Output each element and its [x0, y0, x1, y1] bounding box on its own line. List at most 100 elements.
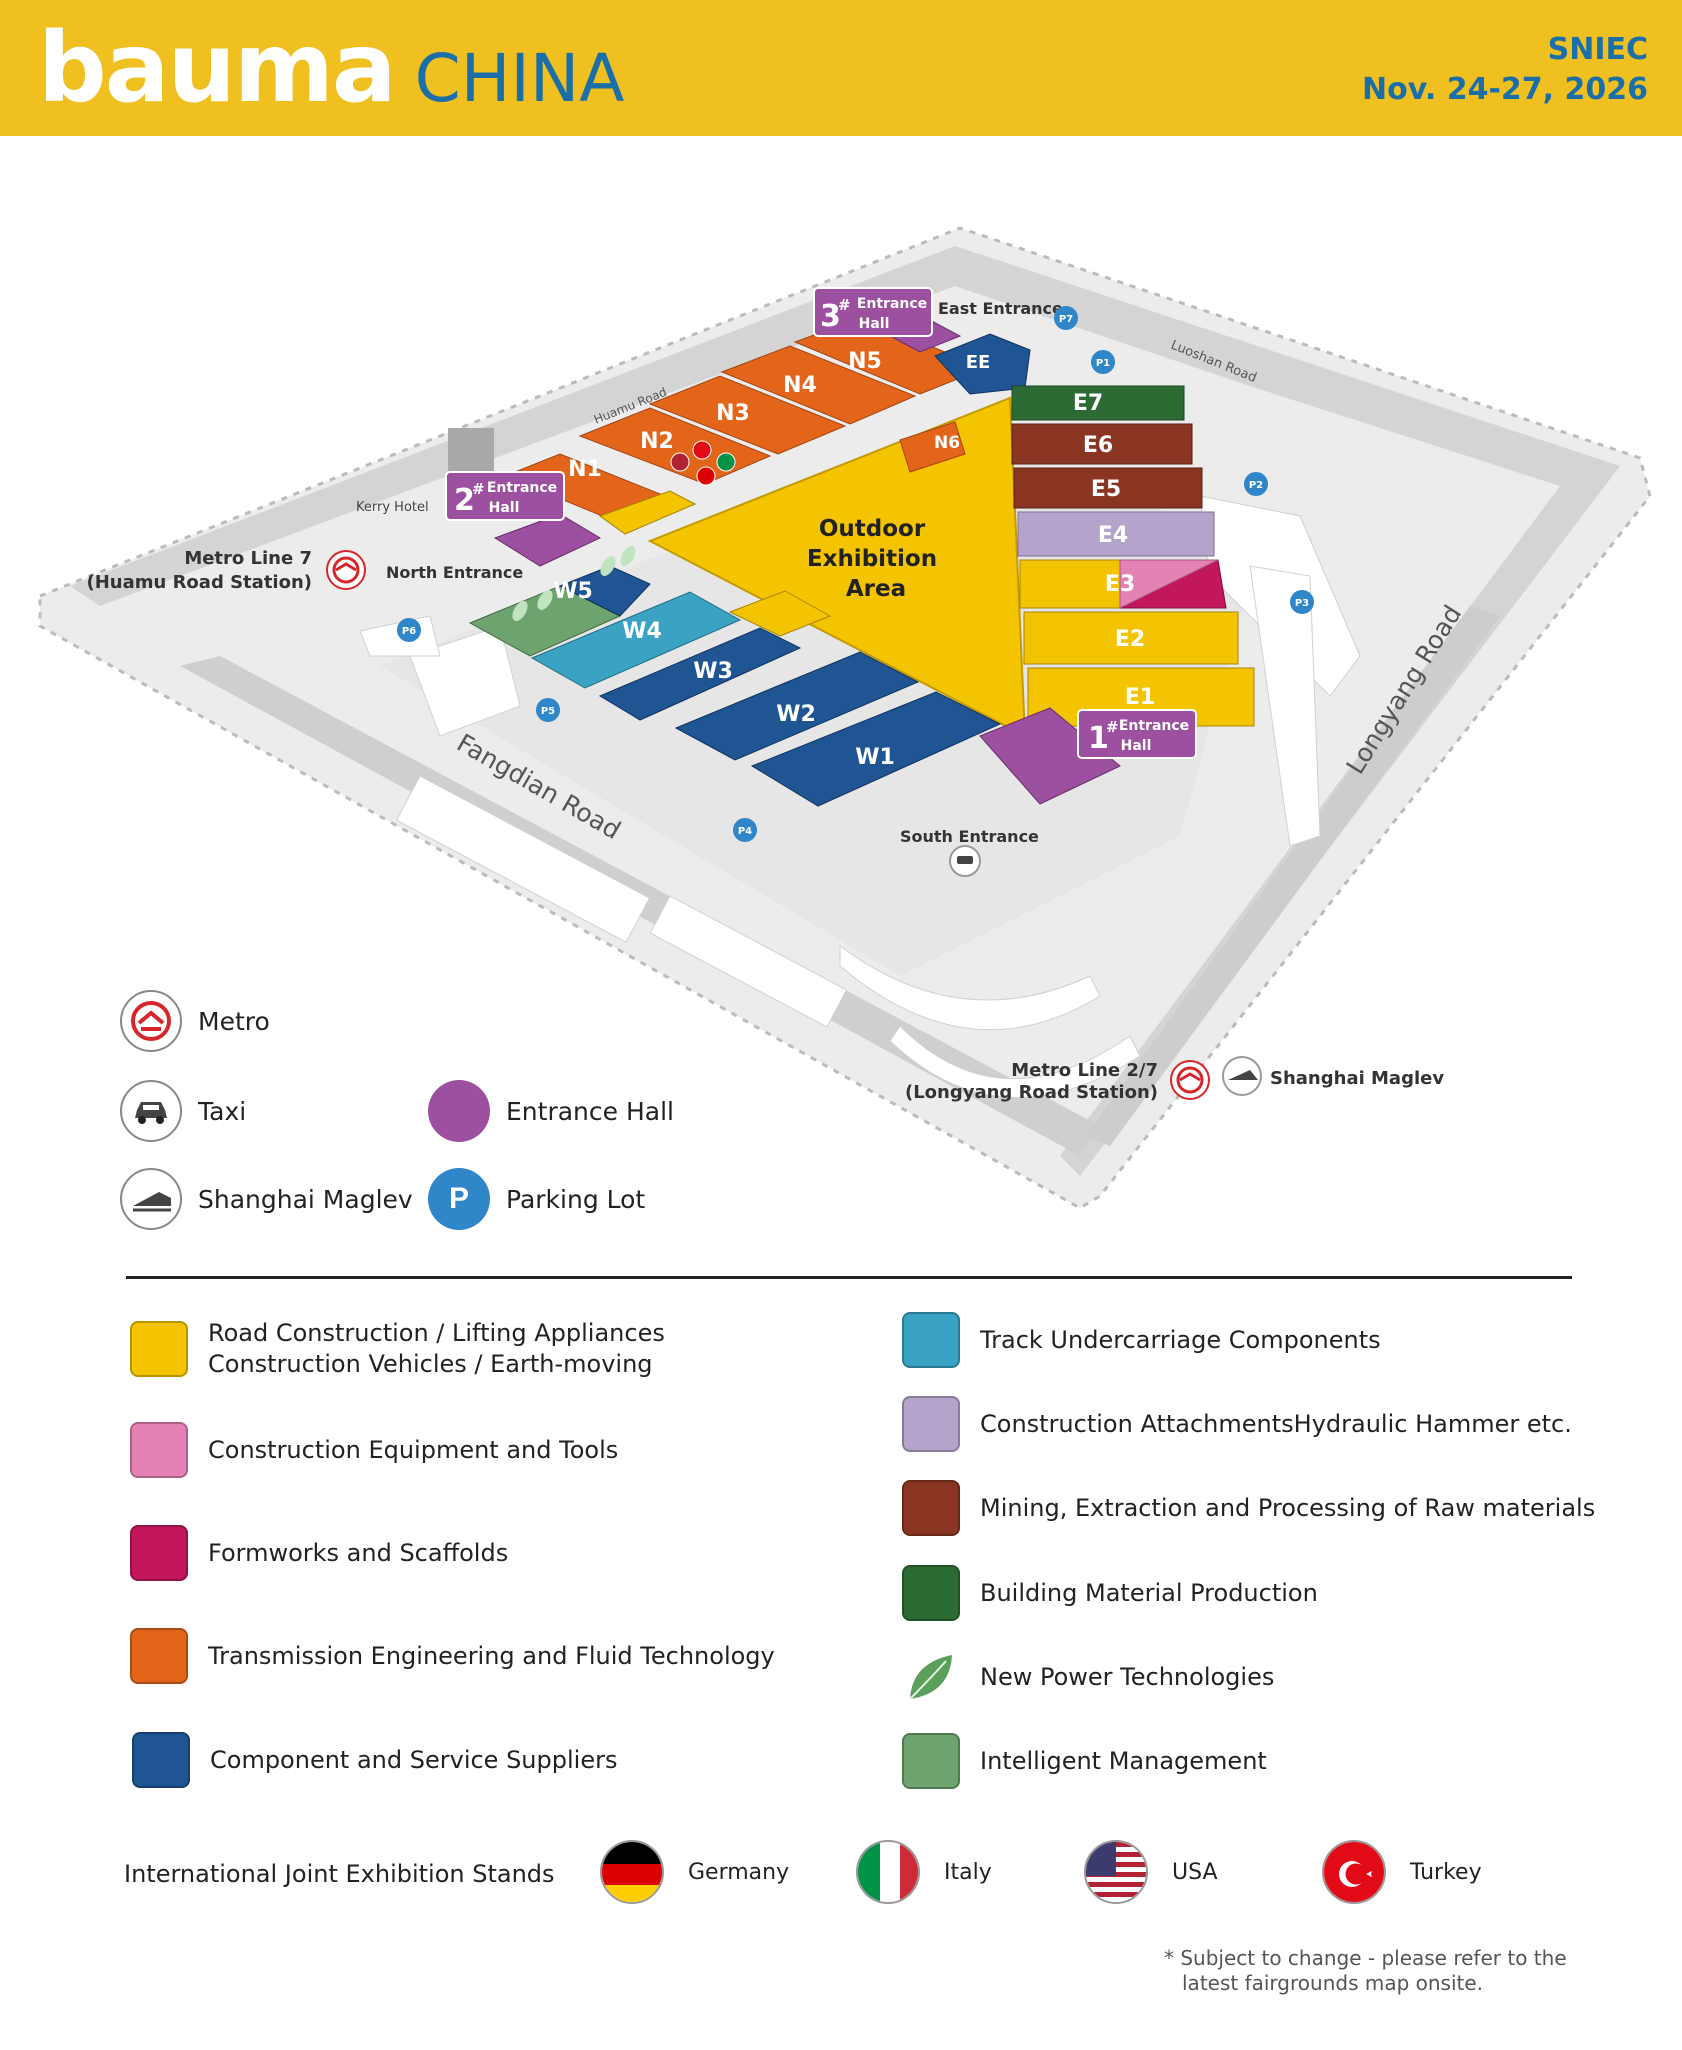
brand-logo: bauma CHINA — [38, 18, 624, 118]
label-w5: W5 — [553, 579, 593, 604]
hall-e7[interactable] — [1011, 385, 1185, 421]
hall-n4[interactable] — [720, 345, 917, 425]
callout-entrance-hall-1[interactable]: 1 # Entrance Hall — [1077, 709, 1197, 759]
kerry-hotel-label: Kerry Hotel — [356, 500, 429, 515]
swatch-brown — [902, 1480, 960, 1536]
south-entrance-label[interactable]: South Entrance — [900, 827, 1039, 846]
east-halls — [1011, 385, 1255, 727]
parking-block-p4 — [649, 895, 848, 1028]
maglev-icon — [120, 1168, 182, 1230]
hall-w1[interactable] — [750, 691, 1002, 807]
swatch-yellow — [130, 1321, 188, 1377]
taxi-map-icon — [949, 845, 981, 877]
legend-entrance-hall: Entrance Hall — [428, 1080, 674, 1142]
label-n4: N4 — [783, 373, 817, 398]
hall-w4[interactable] — [530, 591, 742, 689]
turkey-label: Turkey — [1410, 1859, 1482, 1885]
parking-pin-p1[interactable]: P1 — [1091, 350, 1115, 374]
legend-divider — [126, 1276, 1572, 1279]
callout-entrance-hall-3[interactable]: 3 # Entrance Hall — [813, 287, 933, 337]
south-entrance-plaza — [839, 945, 1101, 1031]
legend-metro: Metro — [120, 990, 270, 1052]
hall-w3-yellow[interactable] — [728, 590, 832, 637]
swatch-lavender — [902, 1396, 960, 1452]
callout-2-line2: Hall — [489, 500, 520, 516]
legend-taxi: Taxi — [120, 1080, 246, 1142]
footnote-line2: latest fairgrounds map onsite. — [1182, 1971, 1484, 1995]
legend-metro-label: Metro — [198, 1006, 270, 1036]
swatch-pink — [130, 1422, 188, 1478]
label-w2: W2 — [776, 702, 816, 727]
svg-text:P4: P4 — [738, 826, 752, 837]
category-road-line1: Road Construction / Lifting Appliances — [208, 1319, 665, 1347]
venue-info: SNIEC Nov. 24-27, 2026 — [1362, 30, 1648, 110]
hall-e3[interactable] — [1019, 559, 1121, 609]
category-intelligent: Intelligent Management — [902, 1733, 1267, 1789]
parking-pin-p7[interactable]: P7 — [1054, 306, 1078, 330]
hall-e3-equipment[interactable] — [1119, 559, 1219, 609]
leaf-icon — [902, 1649, 960, 1705]
hall-e5[interactable] — [1013, 467, 1203, 509]
hall-w5-blue[interactable] — [558, 565, 651, 617]
metro-7-icon — [326, 550, 366, 590]
hall-ee[interactable] — [934, 333, 1031, 395]
hall-n1-yellow[interactable] — [598, 490, 697, 535]
north-entrance-label[interactable]: North Entrance — [386, 563, 523, 582]
callout-1-sup: # — [1106, 718, 1119, 736]
entrance-hall-2[interactable] — [493, 513, 602, 567]
category-road-construction: Road Construction / Lifting Appliances C… — [130, 1318, 665, 1380]
swatch-dark-blue — [132, 1732, 190, 1788]
svg-text:P6: P6 — [402, 626, 416, 637]
label-e1: E1 — [1125, 685, 1155, 710]
hall-e6[interactable] — [1011, 423, 1193, 465]
kerry-hotel-building — [448, 428, 494, 474]
hall-e4[interactable] — [1017, 511, 1215, 557]
category-transmission: Transmission Engineering and Fluid Techn… — [130, 1628, 775, 1684]
hall-w2[interactable] — [674, 651, 920, 761]
callout-entrance-hall-2[interactable]: 2 # Entrance Hall — [445, 471, 565, 521]
header-bar: bauma CHINA SNIEC Nov. 24-27, 2026 — [0, 0, 1682, 136]
swatch-light-blue — [902, 1312, 960, 1368]
callout-3-line2: Hall — [859, 316, 890, 332]
hall-w3[interactable] — [598, 627, 802, 721]
parking-pin-p3[interactable]: P3 — [1290, 590, 1314, 614]
venue-name: SNIEC — [1547, 32, 1648, 67]
callout-3-num: 3 — [820, 299, 841, 334]
brand-subtitle: CHINA — [414, 40, 625, 117]
parking-pin-p5[interactable]: P5 — [536, 698, 560, 722]
category-intelligent-label: Intelligent Management — [980, 1746, 1267, 1775]
hall-n3[interactable] — [648, 375, 847, 455]
swatch-intelligent-green — [902, 1733, 960, 1789]
flag-usa: USA — [1084, 1840, 1218, 1904]
category-attachments-label: Construction AttachmentsHydraulic Hammer… — [980, 1409, 1572, 1438]
category-components: Component and Service Suppliers — [132, 1732, 617, 1788]
label-e5: E5 — [1091, 477, 1121, 502]
usa-label: USA — [1172, 1859, 1218, 1885]
w5-leaf-icons — [512, 546, 636, 621]
category-road-line2: Construction Vehicles / Earth-moving — [208, 1350, 653, 1378]
west-halls — [468, 565, 1002, 807]
usa-flag-icon — [1084, 1840, 1148, 1904]
category-equipment-label: Construction Equipment and Tools — [208, 1435, 619, 1464]
flag-turkey: Turkey — [1322, 1840, 1482, 1904]
legend-maglev: Shanghai Maglev — [120, 1168, 413, 1230]
outdoor-exhibition-area — [647, 396, 1027, 738]
legend-parking: P Parking Lot — [428, 1168, 645, 1230]
hall-n6[interactable] — [899, 421, 966, 473]
parking-pin-p2[interactable]: P2 — [1244, 472, 1268, 496]
callout-2-sup: # — [472, 480, 485, 498]
legend-parking-label: Parking Lot — [506, 1184, 646, 1214]
parking-pin-p4[interactable]: P4 — [733, 818, 757, 842]
germany-label: Germany — [688, 1859, 790, 1885]
metro-icon — [120, 990, 182, 1052]
east-entrance-label[interactable]: East Entrance — [938, 299, 1063, 318]
footnote-line1: * Subject to change - please refer to th… — [1164, 1946, 1567, 1970]
metro-27-icon — [1170, 1060, 1210, 1100]
hall-e2[interactable] — [1023, 611, 1239, 665]
metro-27-label-1: Metro Line 2/7 — [1011, 1060, 1158, 1081]
svg-text:P5: P5 — [541, 706, 555, 717]
label-e2: E2 — [1115, 627, 1145, 652]
parking-pin-p6[interactable]: P6 — [397, 618, 421, 642]
outdoor-label-1: Outdoor — [819, 516, 926, 542]
entrance-hall-1[interactable] — [979, 707, 1121, 805]
